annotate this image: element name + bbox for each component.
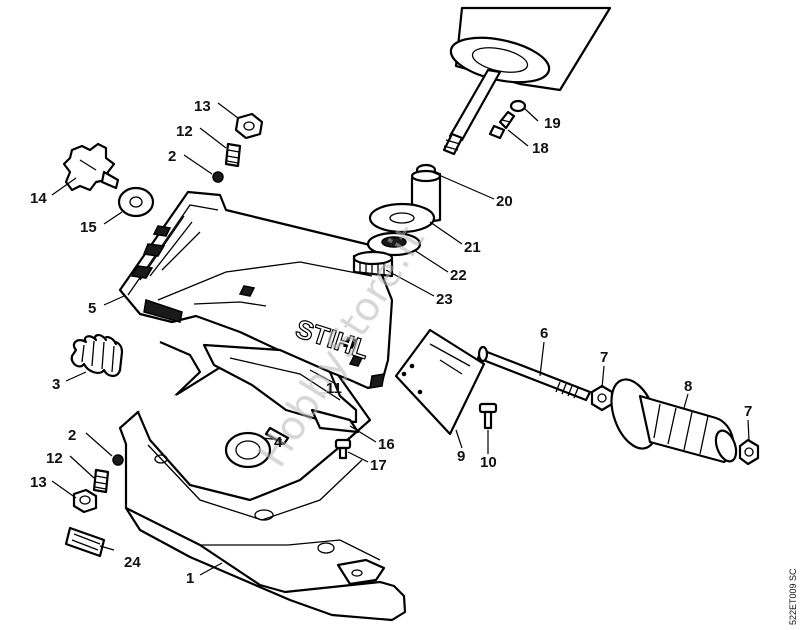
part-17-screw: [334, 438, 352, 460]
callout-14: 14: [30, 190, 47, 207]
part-24-label: [64, 526, 106, 558]
part-10-screw: [478, 402, 498, 430]
callout-13-lower: 13: [30, 474, 47, 491]
part-2-ball-upper: [212, 171, 224, 183]
drawing-code: 522ET009 SC: [788, 568, 798, 625]
callout-20: 20: [496, 193, 513, 210]
callout-17: 17: [370, 457, 387, 474]
callouts: 13 12 2 14 15 5 3 2 12 13 24 1 4 11 16 1…: [30, 98, 752, 587]
part-22-disk: [366, 231, 422, 257]
callout-7-b: 7: [744, 403, 752, 420]
callout-11: 11: [326, 380, 342, 397]
callout-2-upper: 2: [168, 148, 176, 165]
callout-15: 15: [80, 219, 97, 236]
part-6-bolt: [476, 345, 592, 402]
callout-8: 8: [684, 378, 692, 395]
part-15-washer: [117, 186, 155, 218]
part-18-bolt: [488, 110, 516, 140]
part-4-pin: [264, 426, 290, 446]
part-11-flange: [202, 343, 358, 424]
callout-4: 4: [274, 434, 283, 451]
part-12-screw-upper: [224, 142, 242, 168]
part-21-flange-spindle: [368, 169, 442, 234]
callout-12-lower: 12: [46, 450, 63, 467]
part-7-nut-b: [738, 438, 760, 466]
callout-10: 10: [480, 454, 497, 471]
callout-6: 6: [540, 325, 548, 342]
callout-21: 21: [464, 239, 481, 256]
callout-19: 19: [544, 115, 561, 132]
part-19-washer: [509, 99, 527, 113]
motor-tube: [442, 6, 612, 156]
part-7-nut-a: [590, 384, 614, 412]
callout-9: 9: [457, 448, 465, 465]
part-9-plate: [394, 328, 486, 436]
part-13-nut-lower: [72, 488, 98, 514]
part-2-ball-lower: [112, 454, 124, 466]
part-14-knob: [62, 142, 120, 192]
part-16-clip: [310, 408, 360, 434]
callout-24: 24: [124, 554, 141, 571]
part-5-main-housing: STIHL: [118, 190, 394, 390]
part-12-screw-lower: [92, 468, 110, 494]
leader-lines: [51, 102, 750, 576]
part-13-nut-upper: [234, 112, 264, 140]
callout-3: 3: [52, 376, 60, 393]
callout-2-lower: 2: [68, 427, 76, 444]
callout-7-a: 7: [600, 349, 608, 366]
callout-23: 23: [436, 291, 453, 308]
callout-1: 1: [186, 570, 194, 587]
part-23-nut: [352, 250, 394, 278]
callout-12-upper: 12: [176, 123, 193, 140]
callout-5: 5: [88, 300, 96, 317]
part-8-handle: [610, 378, 738, 464]
callout-13-upper: 13: [194, 98, 211, 115]
part-3-spring: [70, 334, 124, 378]
callout-18: 18: [532, 140, 549, 157]
callout-22: 22: [450, 267, 467, 284]
callout-16: 16: [378, 436, 395, 453]
